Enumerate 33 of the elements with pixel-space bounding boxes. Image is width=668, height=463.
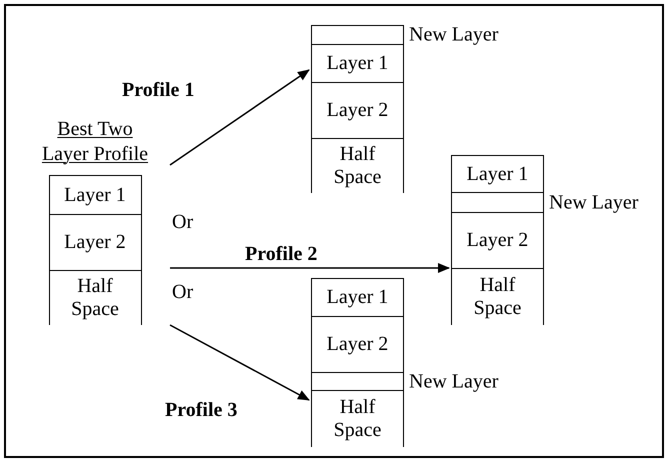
layer-cell [451, 212, 544, 268]
note-text: Or [172, 282, 194, 302]
half-space-cell [311, 390, 404, 447]
layer-label: Half Space [332, 143, 382, 189]
layer-cell [311, 278, 404, 316]
layer-cell [451, 155, 544, 192]
layer-label: Layer 1 [63, 184, 127, 206]
arrow [170, 69, 310, 166]
profile-heading: Best Two Layer Profile [40, 116, 150, 166]
half-space-cell [451, 268, 544, 325]
layer-label: Layer 1 [466, 162, 530, 186]
layer-label: Layer 2 [326, 333, 390, 356]
layer-cell [311, 316, 404, 372]
arrow [170, 263, 450, 273]
layer-caption: New Layer [409, 370, 498, 393]
layer-label: Layer 2 [326, 99, 390, 122]
half-space-cell [48, 270, 142, 325]
note-text: Or [172, 212, 194, 232]
layer-cell [48, 214, 142, 270]
layer-caption: New Layer [409, 24, 498, 46]
half-space-cell [311, 138, 404, 193]
arrow [170, 324, 310, 401]
layer-cell [311, 82, 404, 138]
layer-label: Half Space [332, 396, 382, 442]
layer-caption: New Layer [549, 191, 638, 214]
layer-label: Layer 2 [466, 229, 530, 252]
layer-label: Layer 1 [326, 52, 390, 75]
layer-label: Half Space [472, 274, 522, 320]
layer-label: Layer 1 [326, 286, 390, 309]
layer-label: Half Space [70, 275, 120, 321]
layer-cell [311, 44, 404, 82]
layer-label: Layer 2 [63, 231, 127, 254]
layer-cell [48, 175, 142, 214]
